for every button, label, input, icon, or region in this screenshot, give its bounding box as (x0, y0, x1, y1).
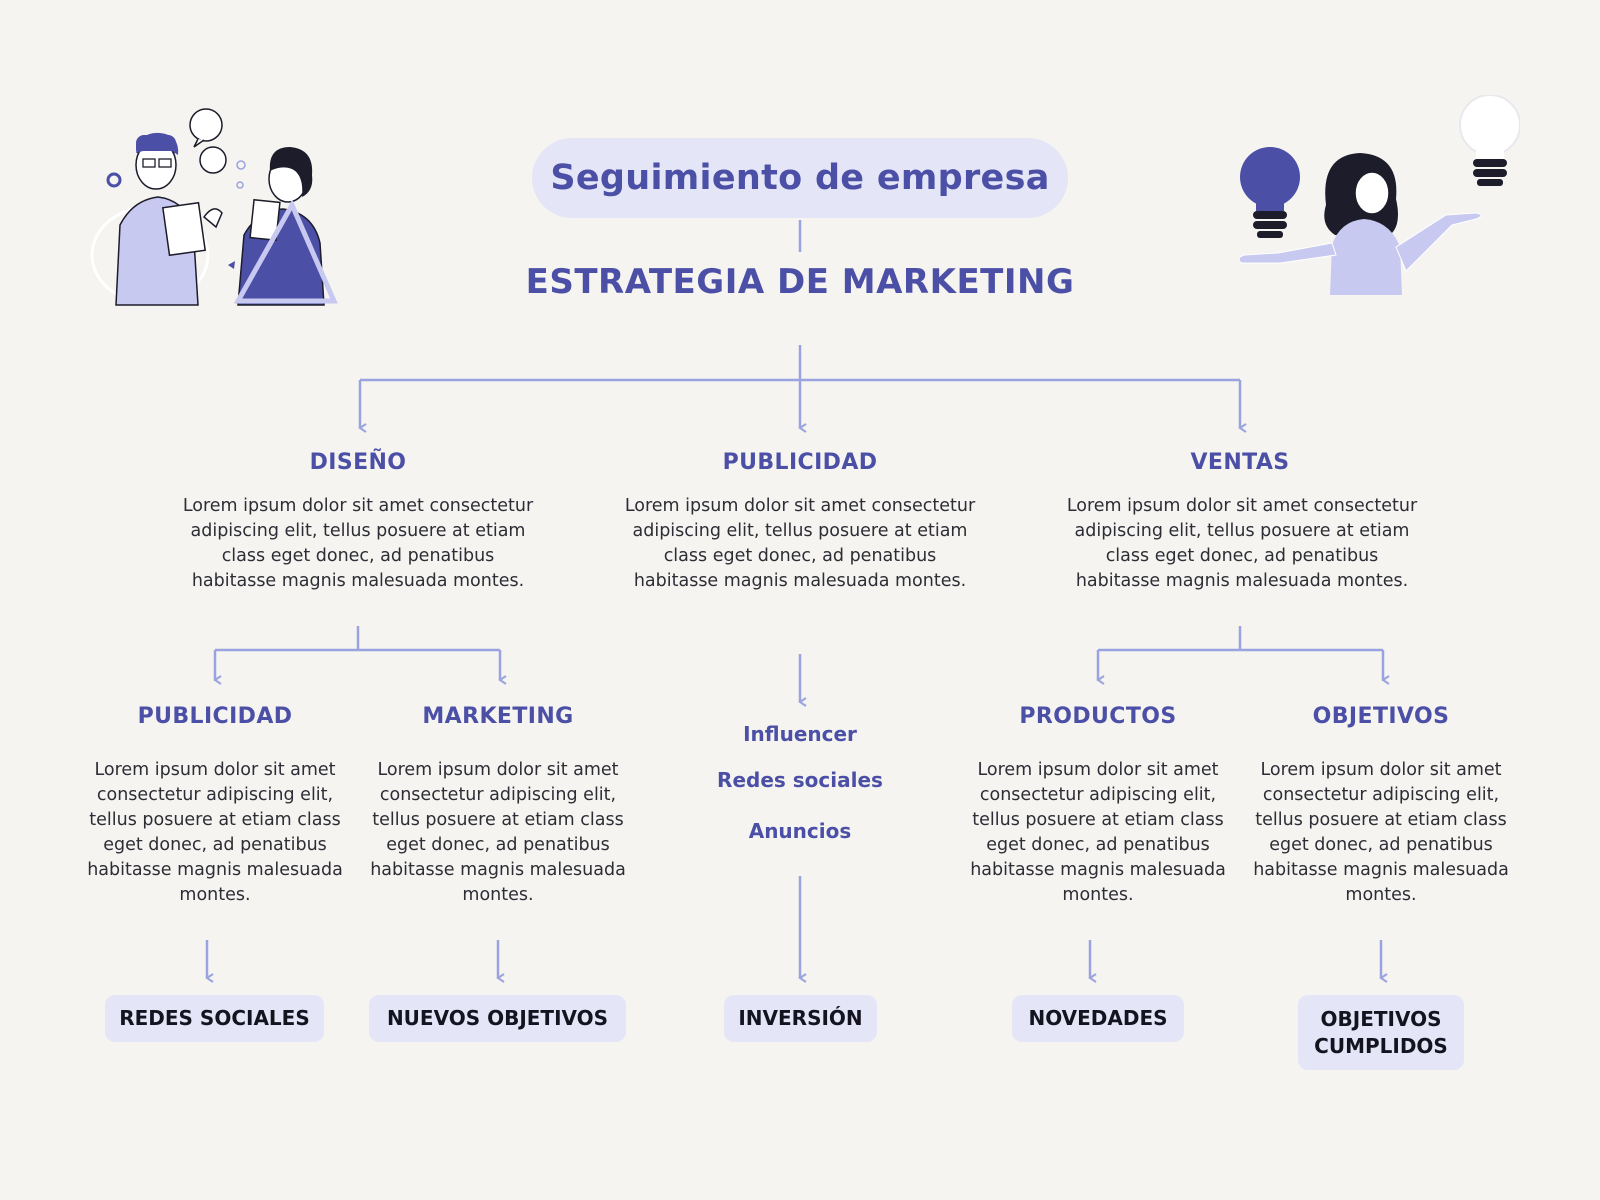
sub-text-productos: Lorem ipsum dolor sit amet consectetur a… (970, 760, 1226, 905)
sub-text-publicidad: Lorem ipsum dolor sit amet consectetur a… (87, 760, 343, 905)
branch-text-publicidad: Lorem ipsum dolor sit amet consectetur a… (624, 496, 976, 591)
result-objetivos-cumplidos: OBJETIVOS CUMPLIDOS (1298, 995, 1464, 1070)
woman-with-lightbulbs-illustration (1240, 95, 1520, 295)
branch-title-publicidad: PUBLICIDAD (722, 450, 878, 475)
sub-title-productos: PRODUCTOS (1019, 704, 1177, 729)
result-inversion: INVERSIÓN (724, 995, 877, 1042)
branch-text-diseno: Lorem ipsum dolor sit amet consectetur a… (182, 496, 534, 591)
channel-redes-sociales: Redes sociales (717, 768, 883, 792)
branch-title-diseno: DISEÑO (309, 450, 407, 475)
result-nuevos-objetivos: NUEVOS OBJETIVOS (369, 995, 626, 1042)
channel-anuncios: Anuncios (748, 819, 852, 843)
sub-text-objetivos: Lorem ipsum dolor sit amet consectetur a… (1253, 760, 1509, 905)
branch-title-ventas: VENTAS (1190, 450, 1290, 475)
sub-text-marketing: Lorem ipsum dolor sit amet consectetur a… (370, 760, 626, 905)
main-title: ESTRATEGIA DE MARKETING (525, 262, 1075, 302)
page-title-pill: Seguimiento de empresa (532, 138, 1068, 218)
result-redes-sociales: REDES SOCIALES (105, 995, 324, 1042)
channel-influencer: Influencer (743, 722, 857, 746)
sub-title-publicidad: PUBLICIDAD (137, 704, 293, 729)
sub-title-objetivos: OBJETIVOS (1312, 704, 1450, 729)
result-novedades: NOVEDADES (1012, 995, 1184, 1042)
sub-title-marketing: MARKETING (422, 704, 574, 729)
branch-text-ventas: Lorem ipsum dolor sit amet consectetur a… (1066, 496, 1418, 591)
two-people-talking-illustration (90, 108, 338, 306)
